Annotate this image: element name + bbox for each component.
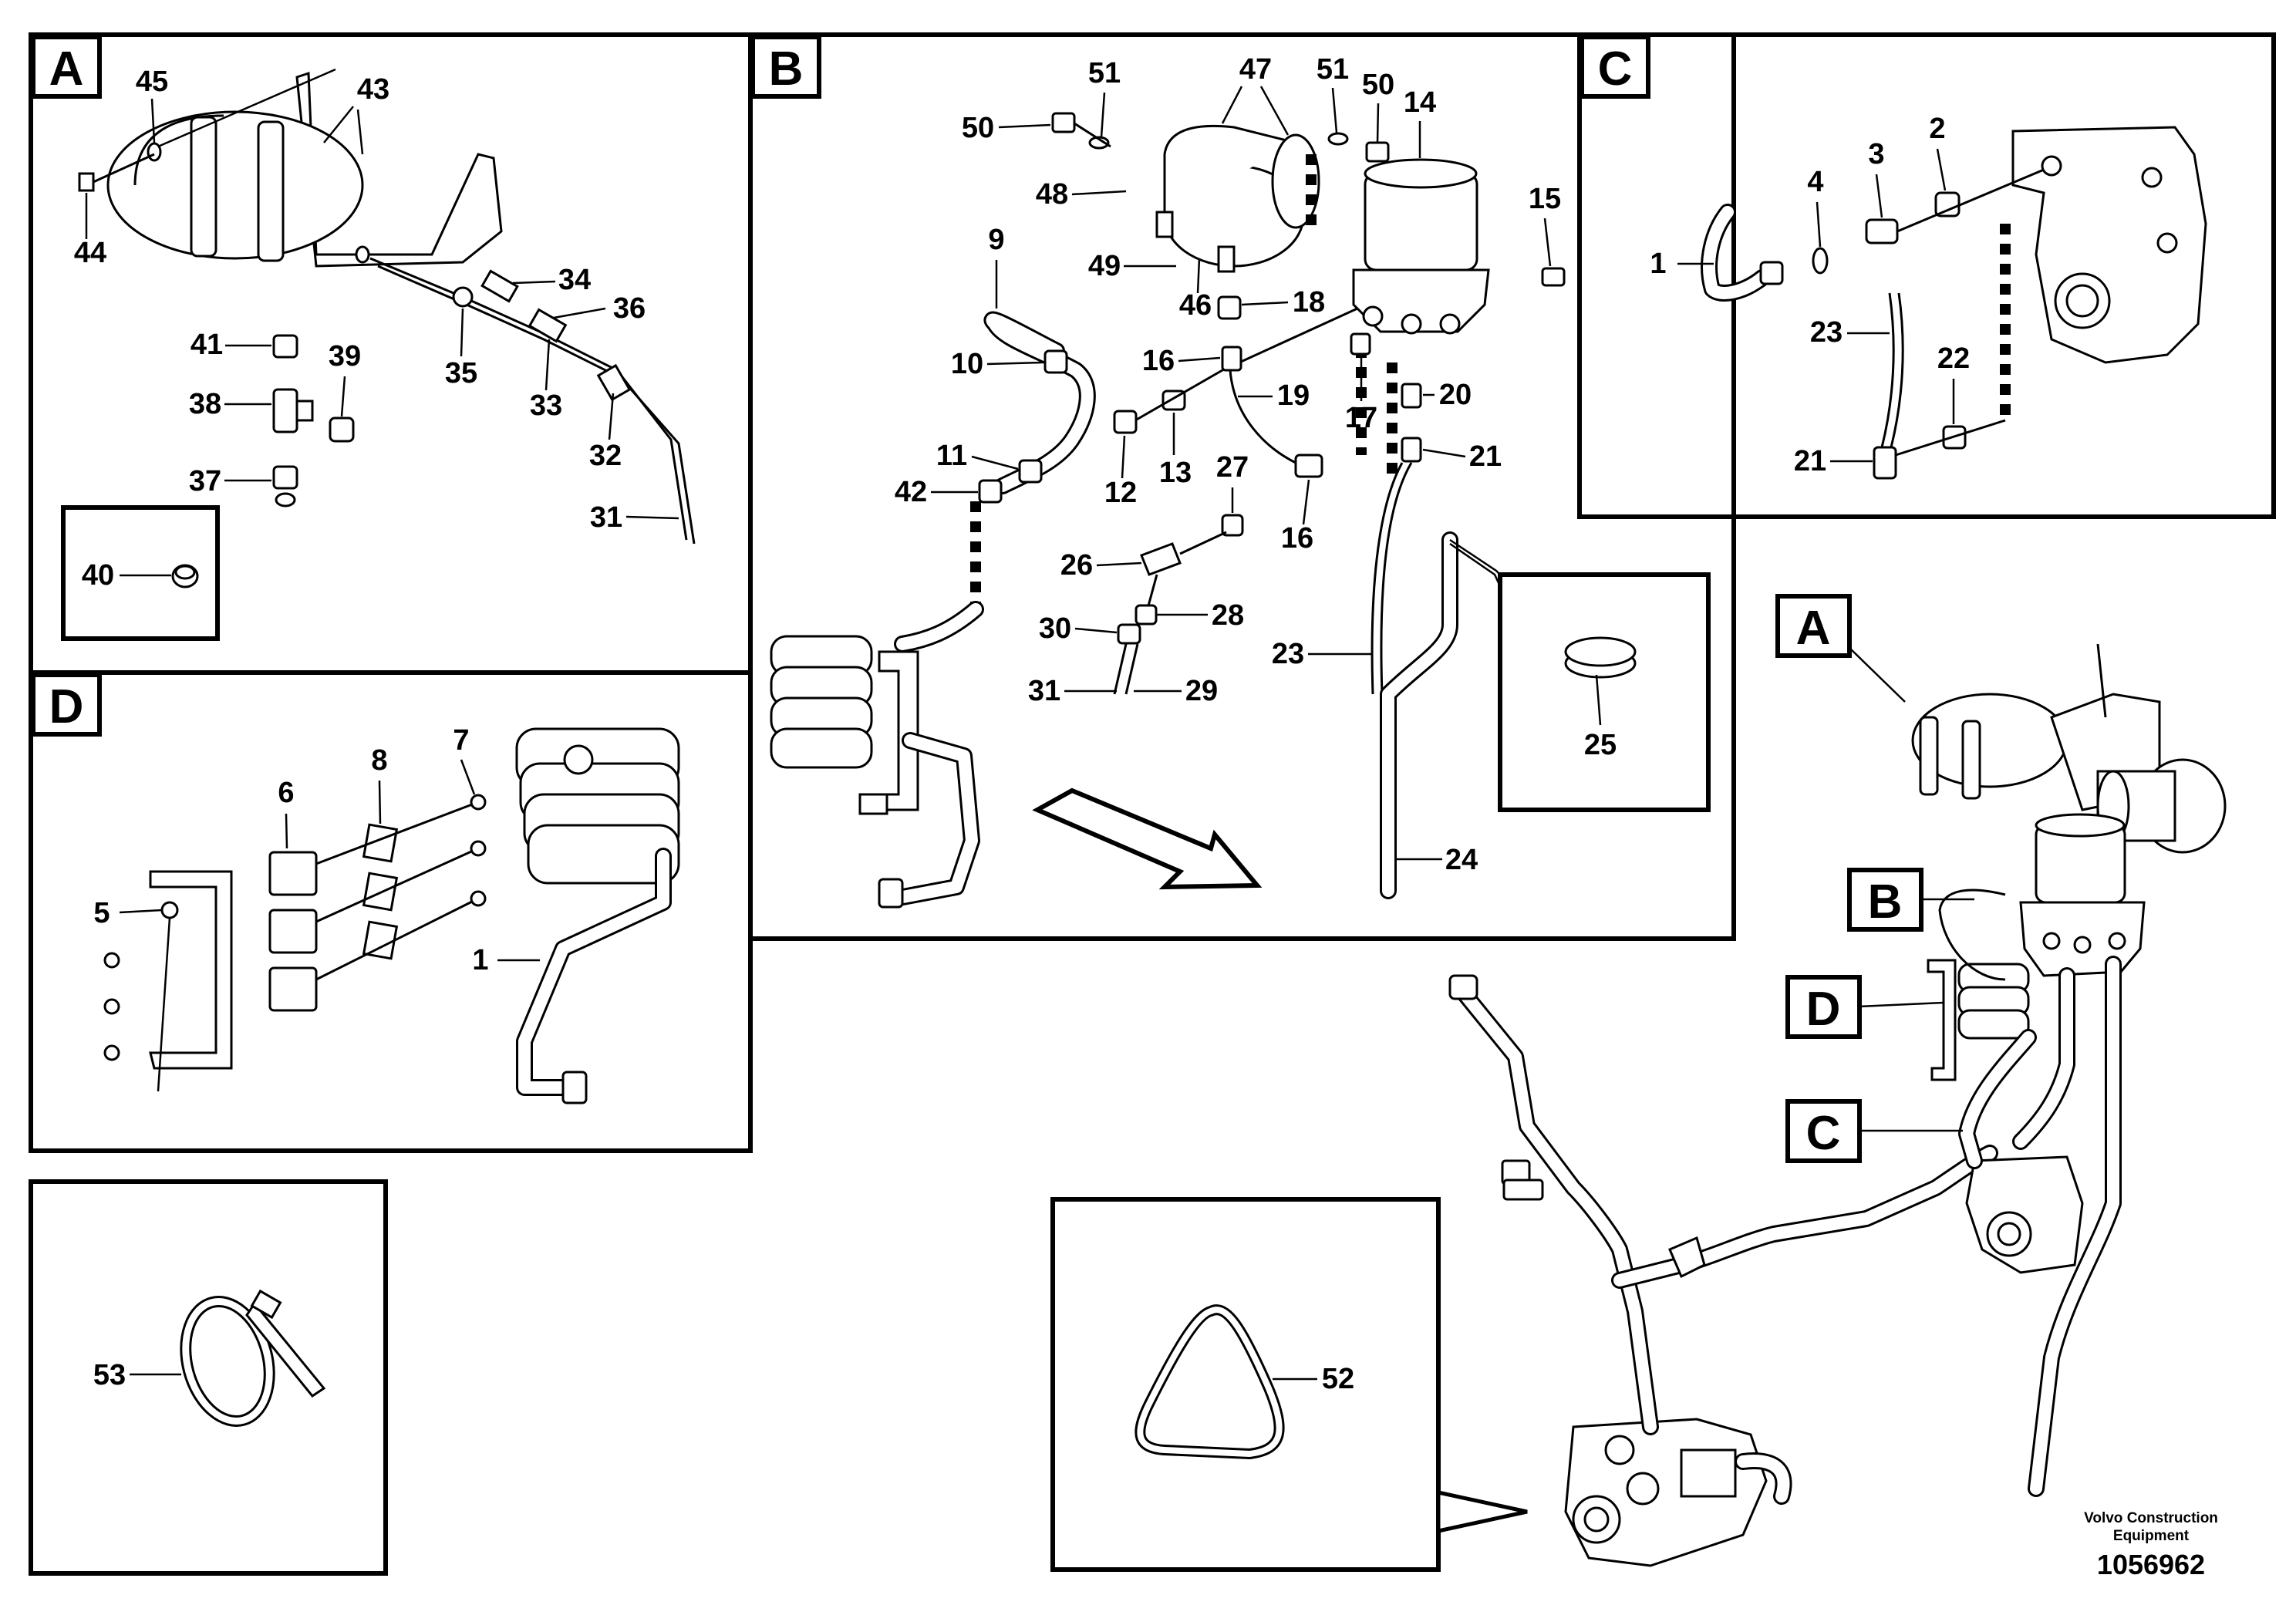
callout-31: 31 [590,501,622,534]
callout-42: 42 [895,476,927,508]
panel-c-callouts: 2 3 4 1 23 22 21 [1650,113,1970,477]
svg-text:D: D [1806,983,1841,1036]
callout-49: 49 [1088,250,1121,282]
callout-15: 15 [1529,183,1561,215]
callout-25: 25 [1584,729,1617,761]
callout-30: 30 [1039,612,1071,645]
overview-artwork [1436,643,2227,1567]
callout-18: 18 [1293,286,1325,319]
callout-32: 32 [589,440,622,472]
callout-48: 48 [1036,178,1068,211]
callout-20: 20 [1439,379,1472,411]
callout-51-b: 51 [1317,53,1349,86]
callout-47: 47 [1239,53,1272,86]
callout-22: 22 [1937,342,1970,375]
panel-b-callouts: 51 47 51 50 14 50 48 15 49 46 18 9 16 10… [895,53,1617,876]
callout-43: 43 [357,73,389,106]
callout-39: 39 [329,340,361,373]
callout-4: 4 [1807,166,1823,198]
callout-21: 21 [1469,440,1502,473]
callout-37: 37 [189,465,221,497]
detail-52-artwork [1135,1304,1285,1460]
panel-c-frame [1577,32,2276,519]
overview-tag-a: A [1775,594,1906,703]
callout-10: 10 [951,348,983,380]
panel-b-tag: B [750,35,821,99]
svg-text:C: C [1806,1107,1841,1160]
callout-51: 51 [1088,57,1121,89]
callout-3: 3 [1868,138,1884,170]
callout-5: 5 [93,897,110,929]
overview-tag-d: D [1785,975,1944,1039]
callout-26: 26 [1060,549,1093,582]
credit-line-2: Equipment [2113,1528,2190,1544]
callout-17: 17 [1345,402,1377,434]
callout-8: 8 [371,744,387,777]
svg-text:C: C [1598,42,1633,96]
detail-53-frame [29,1179,388,1576]
callout-23-c: 23 [1810,316,1843,349]
footer: Volvo Construction Equipment 1056962 [2084,1510,2218,1580]
document-number: 1056962 [2097,1549,2205,1580]
callout-7: 7 [453,724,469,757]
callout-23: 23 [1272,638,1304,670]
detail-52-frame [1050,1197,1441,1572]
panel-b-frame [748,32,1736,941]
callout-50: 50 [1362,69,1394,101]
detail-callouts: 53 52 [93,1359,1354,1395]
callout-34: 34 [558,264,591,296]
callout-35: 35 [445,357,477,389]
callout-28: 28 [1212,599,1244,632]
callout-2: 2 [1929,113,1945,145]
panel-c-tag: C [1580,35,1650,99]
overview-tag-c: C [1785,1099,1963,1163]
callout-14: 14 [1404,86,1436,119]
callout-38: 38 [189,388,221,420]
callout-50-b: 50 [962,112,994,144]
callout-45: 45 [136,66,168,98]
callout-29: 29 [1185,675,1218,707]
callout-24: 24 [1445,844,1478,876]
svg-text:B: B [769,42,804,96]
callout-13: 13 [1159,457,1192,489]
callout-6: 6 [278,777,294,809]
svg-text:A: A [1796,602,1831,655]
callout-52: 52 [1322,1363,1354,1395]
panel-a-artwork [61,68,696,641]
panel-d-tag: D [31,673,102,737]
callout-40: 40 [82,559,114,592]
callout-1-c: 1 [1650,248,1666,280]
panel-d-artwork [103,727,680,1104]
callout-46: 46 [1179,289,1212,322]
callout-44: 44 [74,237,106,269]
callout-27: 27 [1216,451,1249,484]
svg-text:D: D [49,680,84,733]
panel-a-callouts: 45 43 44 34 36 41 39 38 35 33 32 37 31 4… [74,66,679,592]
panel-c-artwork [1701,126,2207,480]
callout-11: 11 [936,440,967,472]
overview-tag-b: B [1847,868,1974,932]
callout-19: 19 [1277,379,1310,412]
panel-a-tag: A [31,35,102,99]
callout-41: 41 [190,329,223,361]
panel-a-frame [29,32,753,675]
svg-text:A: A [49,42,84,96]
detail-53-artwork [180,1289,326,1427]
credit-line-1: Volvo Construction [2084,1510,2218,1526]
svg-text:B: B [1868,875,1903,929]
callout-9: 9 [988,224,1004,256]
callout-36: 36 [613,292,646,325]
callout-33: 33 [530,389,562,422]
callout-21-c: 21 [1794,445,1826,477]
panel-b-artwork [770,112,1711,909]
callout-16-b: 16 [1281,522,1313,555]
panel-d-callouts: 7 8 6 5 1 [93,724,540,976]
callout-1-d: 1 [472,944,488,976]
callout-16: 16 [1142,345,1175,377]
callout-53: 53 [93,1359,126,1391]
callout-31-b: 31 [1028,675,1060,707]
callout-12: 12 [1104,477,1137,509]
